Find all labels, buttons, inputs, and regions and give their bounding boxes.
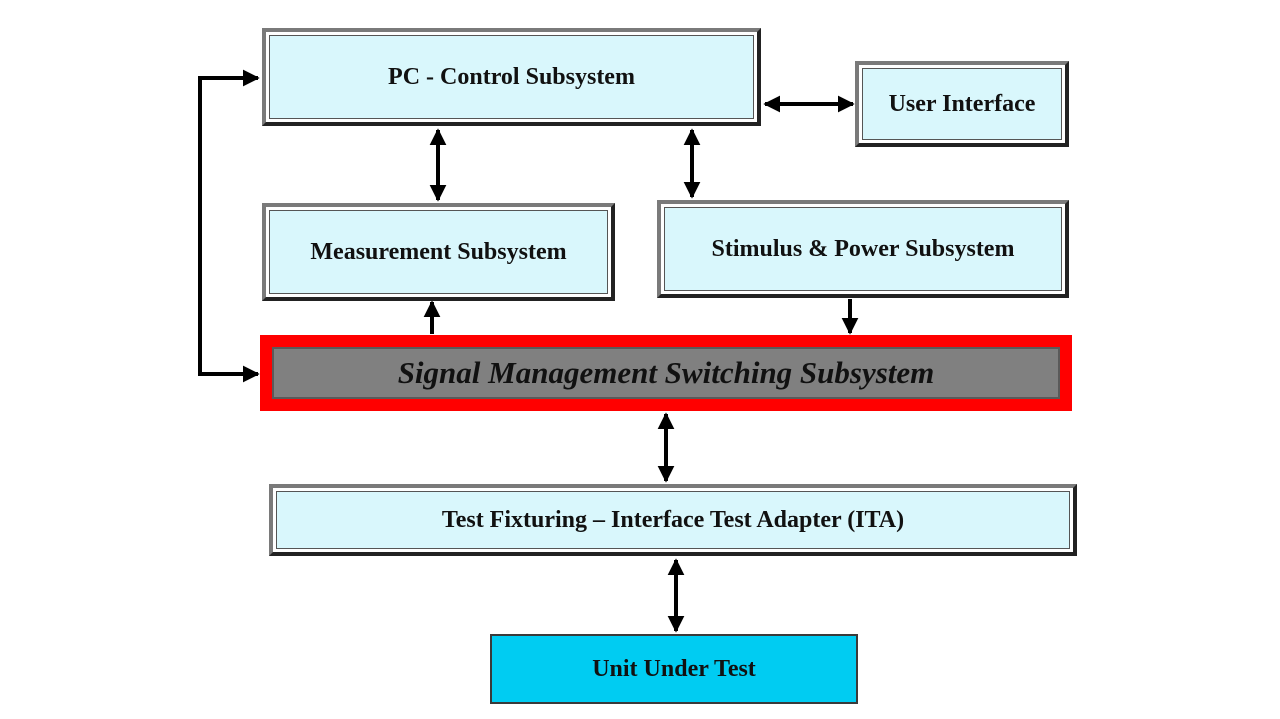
stimulus-power-subsystem-box: Stimulus & Power Subsystem: [657, 200, 1069, 298]
measurement-subsystem-label: Measurement Subsystem: [310, 238, 567, 265]
arrow-pc-switching-loop: [198, 69, 260, 383]
user-interface-box: User Interface: [855, 61, 1069, 147]
pc-control-subsystem-box: PC - Control Subsystem: [262, 28, 761, 126]
pc-control-subsystem-label: PC - Control Subsystem: [388, 63, 635, 90]
signal-management-inner-panel: Signal Management Switching Subsystem: [272, 347, 1060, 399]
unit-under-test-box: Unit Under Test: [490, 634, 858, 704]
unit-under-test-label: Unit Under Test: [592, 655, 756, 682]
signal-management-switching-subsystem-label: Signal Management Switching Subsystem: [397, 355, 935, 390]
test-fixturing-ita-box: Test Fixturing – Interface Test Adapter …: [269, 484, 1077, 556]
stimulus-power-subsystem-label: Stimulus & Power Subsystem: [711, 235, 1015, 262]
test-fixturing-ita-label: Test Fixturing – Interface Test Adapter …: [441, 506, 905, 533]
signal-management-switching-subsystem-box: Signal Management Switching Subsystem: [260, 335, 1072, 411]
user-interface-label: User Interface: [888, 90, 1036, 117]
measurement-subsystem-box: Measurement Subsystem: [262, 203, 615, 301]
